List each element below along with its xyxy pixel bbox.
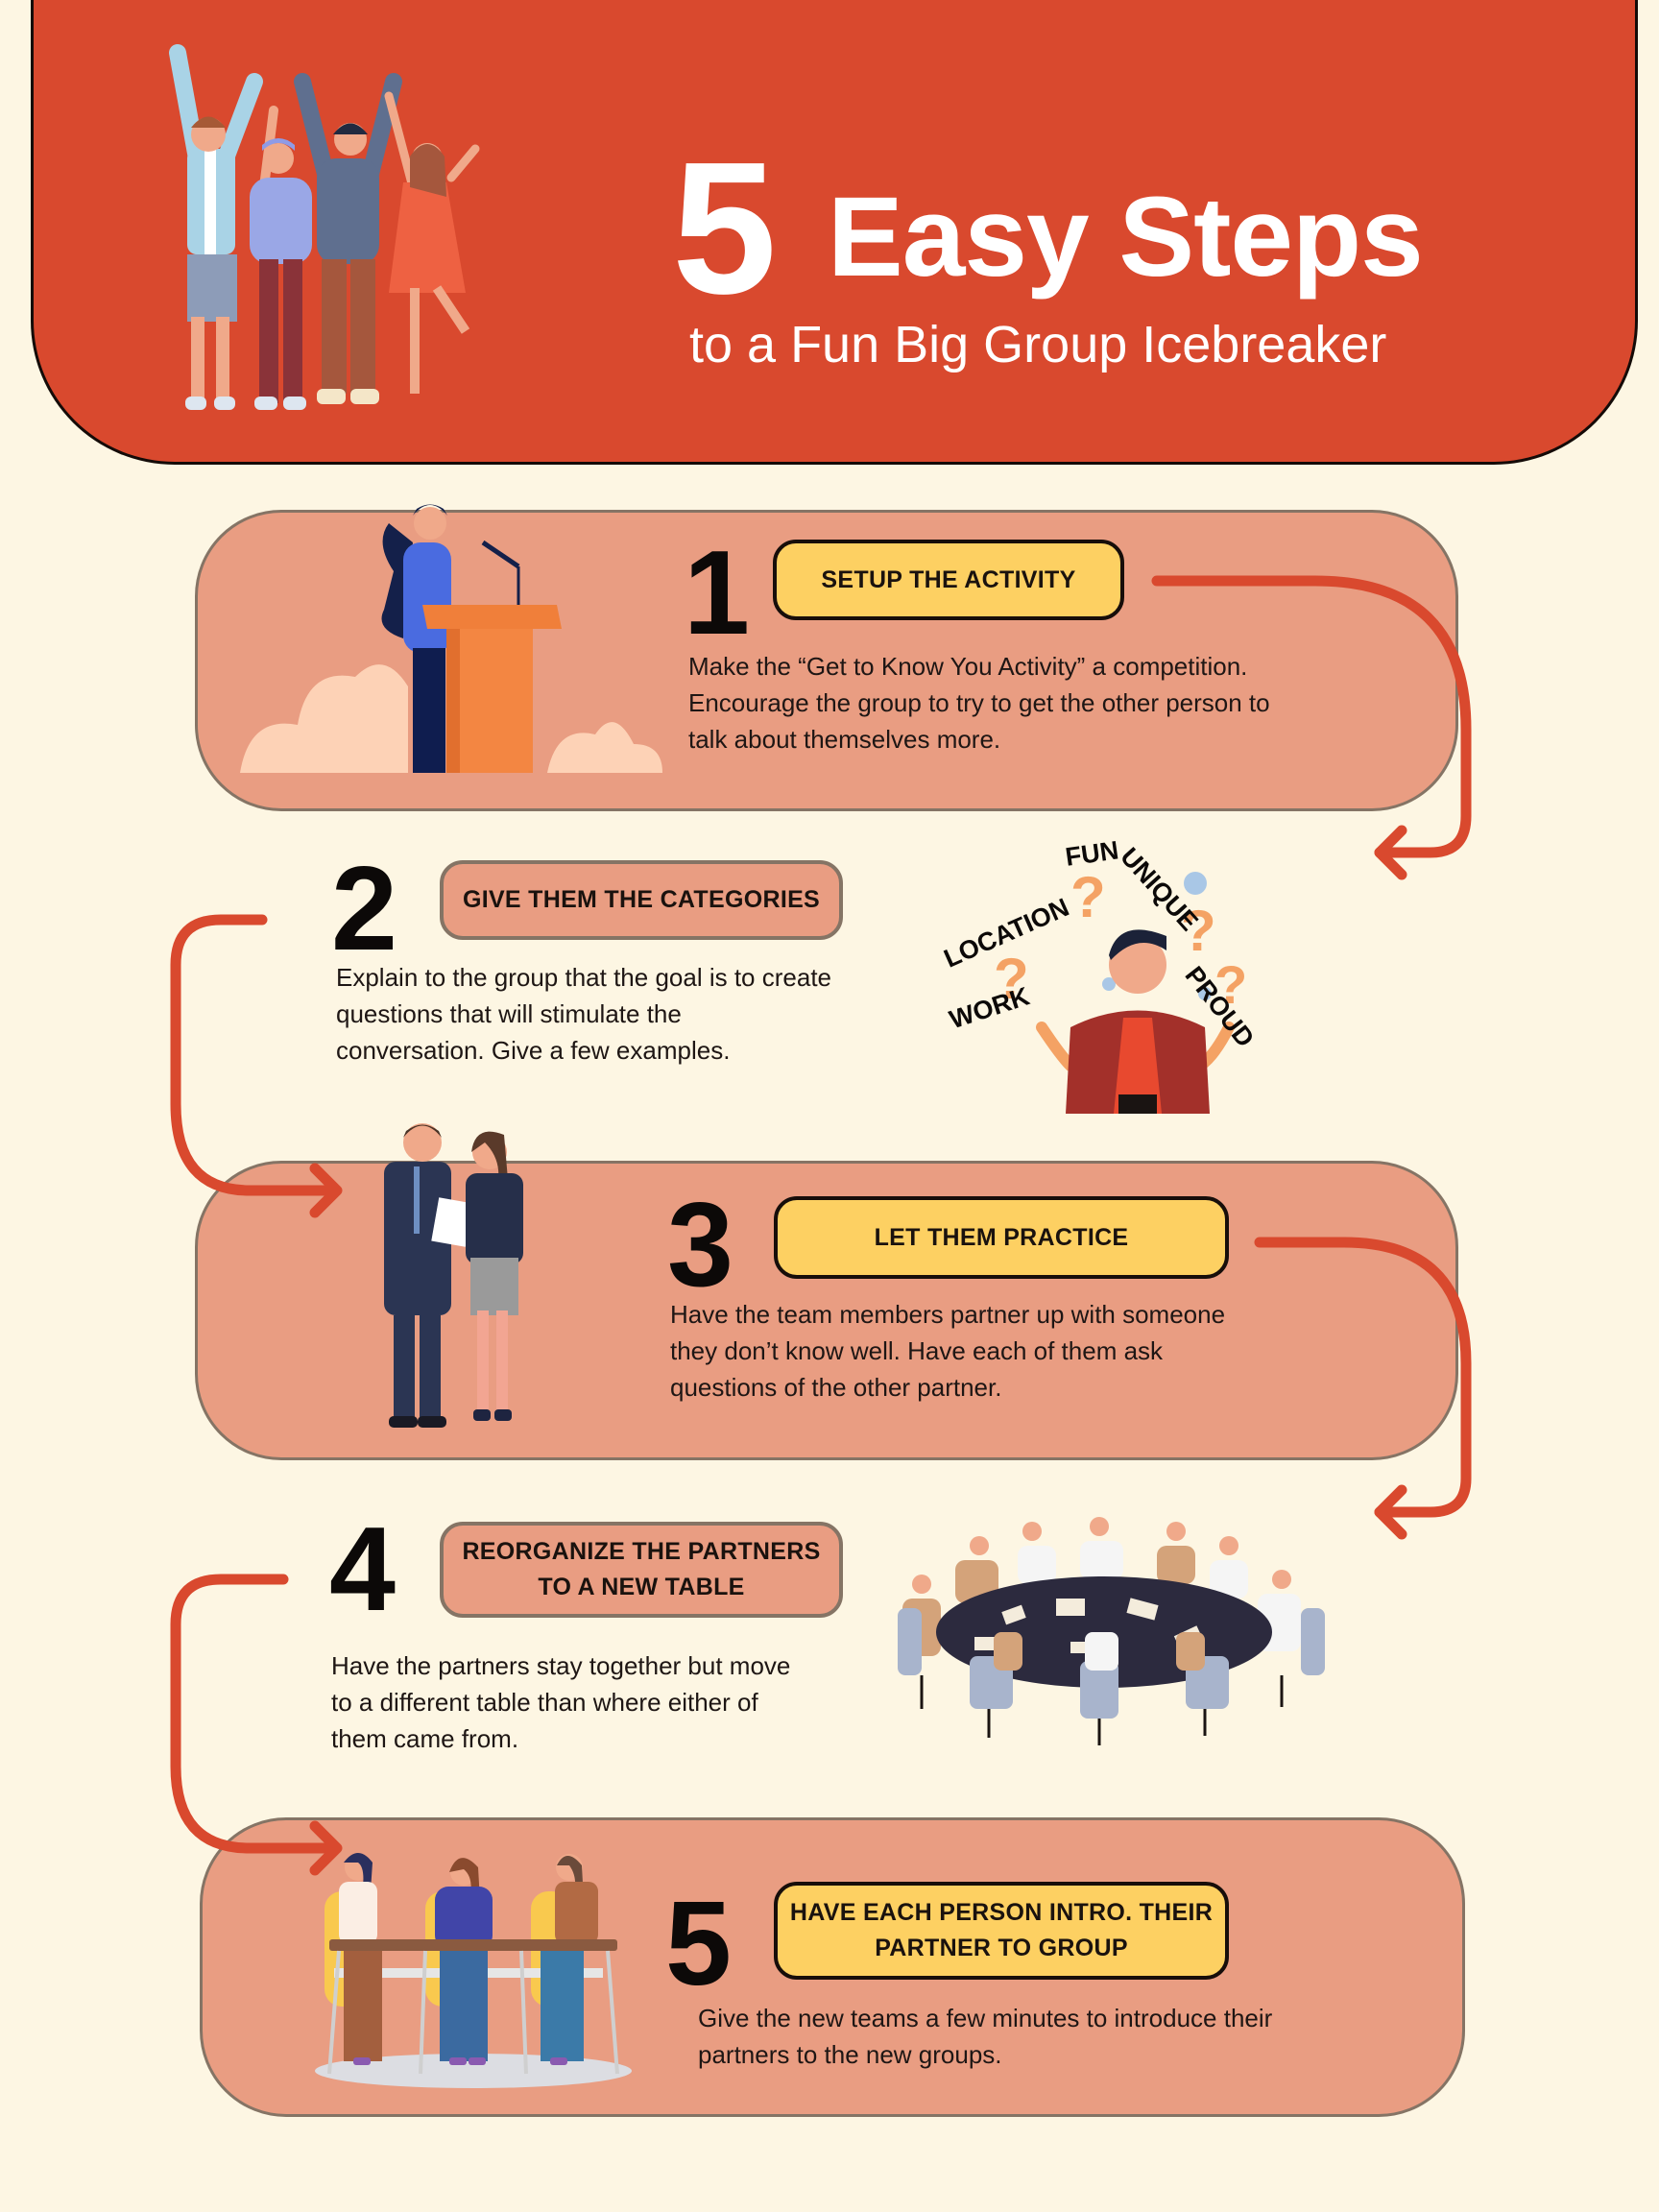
page-subtitle: to a Fun Big Group Icebreaker <box>689 316 1387 373</box>
arrow-step2-to-step3 <box>170 914 342 1196</box>
step-2-description: Explain to the group that the goal is to… <box>336 963 832 1065</box>
arrow-step3-to-step4 <box>1254 1237 1472 1518</box>
step-1-badge: SETUP THE ACTIVITY <box>773 540 1124 620</box>
step-3-description: Have the team members partner up with so… <box>670 1300 1226 1402</box>
step-5-badge: HAVE EACH PERSON INTRO. THEIR PARTNER TO… <box>774 1882 1229 1980</box>
arrow-step4-to-step5 <box>170 1574 342 1854</box>
three-women-at-table-illustration <box>315 1848 637 2088</box>
svg-text:?: ? <box>1181 899 1216 963</box>
step-4-number: 4 <box>329 1503 396 1636</box>
step-2-number: 2 <box>331 843 397 975</box>
step-2-badge: GIVE THEM THE CATEGORIES <box>440 860 843 940</box>
round-table-meeting-illustration <box>898 1517 1325 1747</box>
step-1-description: Make the “Get to Know You Activity” a co… <box>688 652 1270 754</box>
step-5-number: 5 <box>665 1878 732 2010</box>
svg-text:?: ? <box>1070 865 1106 929</box>
two-business-partners-illustration <box>370 1114 552 1431</box>
step-1-number: 1 <box>684 527 750 660</box>
hero-number: 5 <box>672 123 777 333</box>
step-3-badge: LET THEM PRACTICE <box>774 1196 1229 1279</box>
step-4-description: Have the partners stay together but move… <box>331 1651 791 1753</box>
page-title: Easy Steps <box>828 174 1424 301</box>
svg-text:?: ? <box>1214 954 1247 1015</box>
woman-at-podium-illustration <box>240 485 662 773</box>
celebrating-group-illustration <box>158 43 590 418</box>
step-4-badge: REORGANIZE THE PARTNERS TO A NEW TABLE <box>440 1522 843 1618</box>
confused-man-illustration: ? ? ? ? <box>936 826 1272 1114</box>
svg-text:?: ? <box>994 947 1029 1011</box>
step-5-description: Give the new teams a few minutes to intr… <box>698 2004 1273 2069</box>
step-3-number: 3 <box>667 1179 733 1311</box>
arrow-step1-to-step2 <box>1151 575 1472 858</box>
